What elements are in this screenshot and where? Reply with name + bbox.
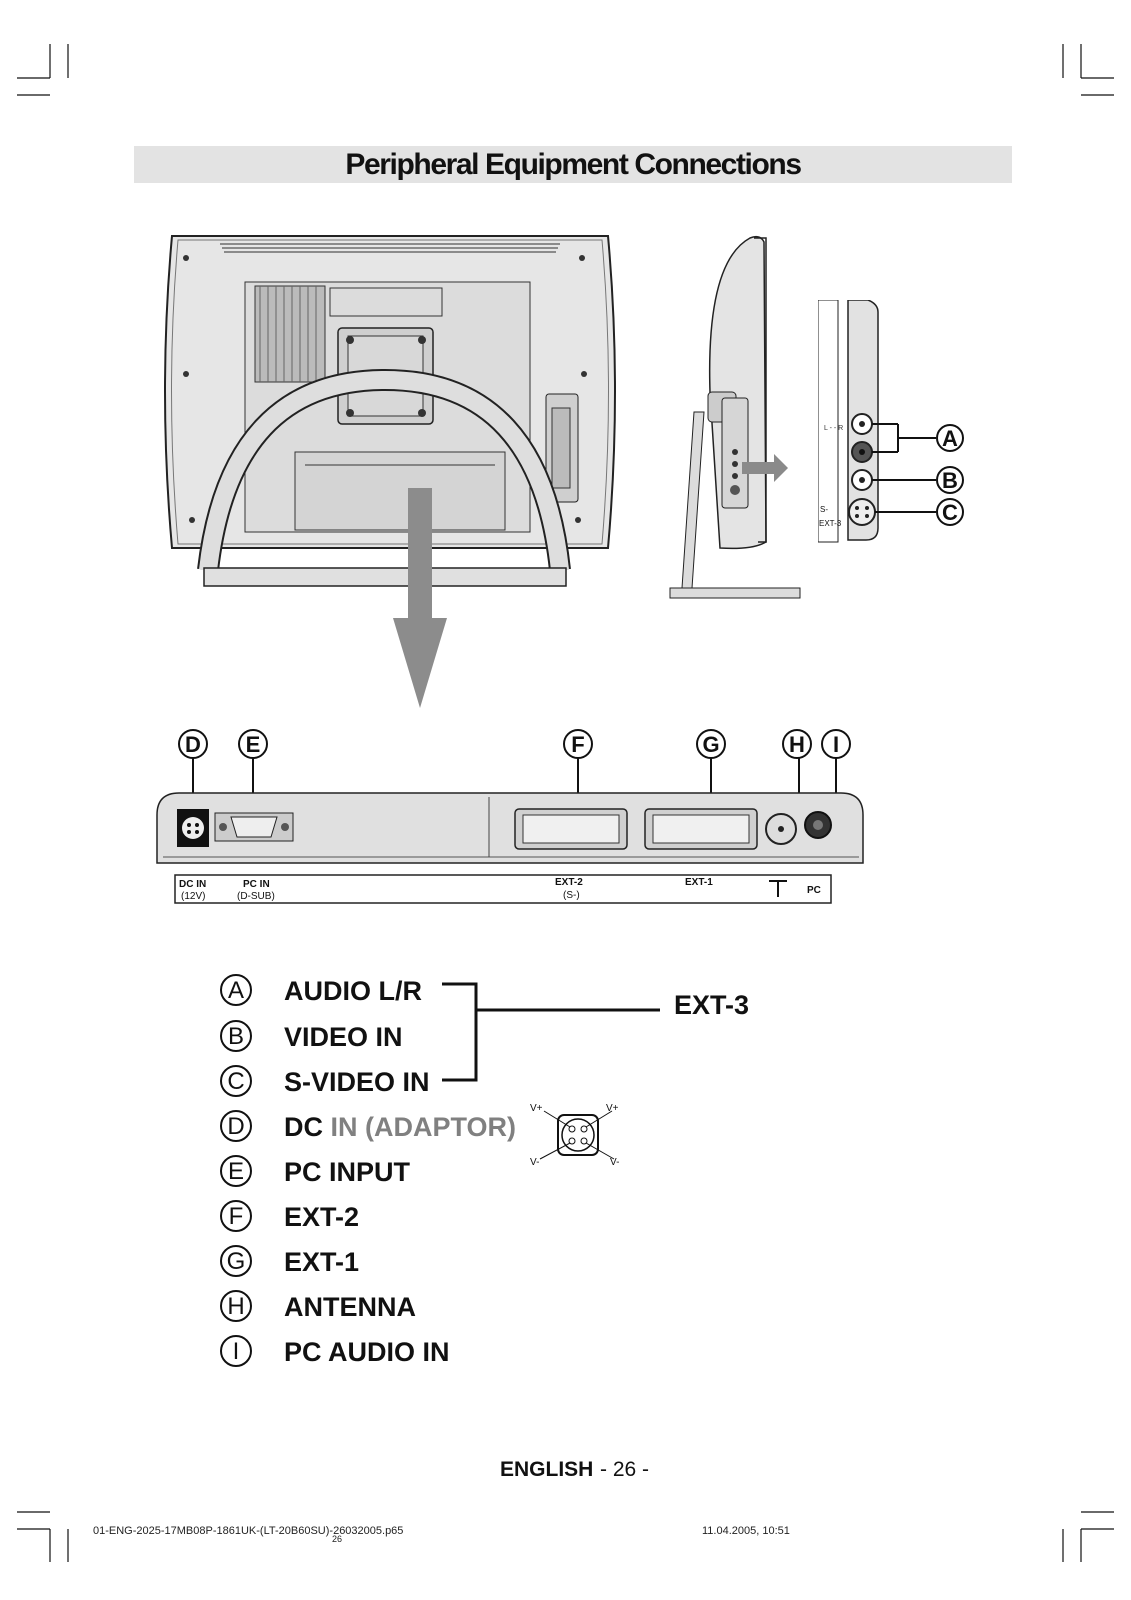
svg-text:B: B (942, 468, 958, 493)
legend-letter: B (220, 1020, 252, 1052)
footer-date: 11.04.2005, 10:51 (702, 1525, 790, 1537)
pc-audio-label: PC (807, 885, 821, 896)
rear-connector-panel: D E F G H I DC IN (12V) PC IN (D-SUB) EX… (156, 729, 864, 904)
legend-letter: A (220, 974, 252, 1006)
title-bar (134, 146, 1012, 183)
svg-text:V-: V- (610, 1157, 619, 1167)
svg-text:C: C (942, 500, 958, 525)
legend-letter: E (220, 1155, 252, 1187)
dc-in-volt-label: (12V) (181, 891, 205, 902)
tv-side-view-illustration (669, 235, 801, 599)
footer-language: ENGLISH (500, 1458, 594, 1481)
legend-label: EXT-1 (284, 1247, 360, 1277)
side-connectors-zoom: L - - R S- EXT-3 A B C (818, 300, 964, 543)
footer-page-number: - 26 - (600, 1458, 650, 1481)
legend-label: ANTENNA (284, 1292, 416, 1322)
svg-text:V+: V+ (530, 1103, 543, 1114)
legend-letter: I (220, 1335, 252, 1367)
legend-label: PC INPUT (284, 1157, 411, 1187)
side-ext3-label: EXT-3 (819, 519, 842, 528)
legend-letter: G (220, 1245, 252, 1277)
legend-letter: F (220, 1200, 252, 1232)
page-title: Peripheral Equipment Connections (345, 148, 802, 181)
legend-label: PC AUDIO IN (284, 1337, 450, 1367)
svg-text:D: D (185, 732, 201, 757)
legend-label: EXT-2 (284, 1202, 360, 1232)
callout-e: E (238, 729, 268, 759)
svg-text:H: H (789, 732, 805, 757)
ext1-label: EXT-1 (685, 877, 713, 888)
svg-text:F: F (571, 732, 584, 757)
callout-h: H (782, 729, 812, 759)
legend-label: AUDIO L/R (284, 976, 422, 1006)
dc-in-label: DC IN (179, 879, 206, 890)
legend-letter: D (220, 1110, 252, 1142)
pc-in-sub-label: (D-SUB) (237, 891, 275, 902)
callout-c: C (936, 498, 964, 526)
footer-file-page: 26 (332, 1534, 343, 1544)
legend-letter: C (220, 1065, 252, 1097)
svg-text:I: I (833, 732, 839, 757)
legend-letter: H (220, 1290, 252, 1322)
legend-label: DC IN (ADAPTOR) (284, 1112, 516, 1142)
dc-connector-pinout-icon: V+ V+ V- V- (530, 1103, 619, 1167)
svg-text:V-: V- (530, 1157, 539, 1167)
antenna-icon (769, 880, 787, 897)
footer-file-name: 01-ENG-2025-17MB08P-1861UK-(LT-20B60SU)-… (93, 1525, 404, 1537)
legend-label: VIDEO IN (284, 1022, 403, 1052)
svg-text:G: G (702, 732, 719, 757)
down-arrow-icon (393, 488, 447, 708)
callout-a: A (936, 424, 964, 452)
callout-g: G (696, 729, 726, 759)
legend-label: S-VIDEO IN (284, 1067, 430, 1097)
ext3-label: EXT-3 (674, 990, 750, 1020)
callout-f: F (563, 729, 593, 759)
svg-text:V+: V+ (606, 1103, 619, 1114)
ext2-sub-label: (S-) (563, 890, 580, 901)
callout-b: B (936, 466, 964, 494)
side-svideo-label: S- (820, 505, 828, 514)
ext3-bracket (442, 982, 660, 1082)
svg-text:A: A (942, 426, 958, 451)
callout-i: I (821, 729, 851, 759)
svg-text:E: E (246, 732, 261, 757)
callout-d: D (178, 729, 208, 759)
tv-rear-view-illustration (164, 235, 616, 587)
ext2-label: EXT-2 (555, 877, 583, 888)
pc-in-label: PC IN (243, 879, 270, 890)
side-lr-label: L - - R (824, 425, 843, 432)
